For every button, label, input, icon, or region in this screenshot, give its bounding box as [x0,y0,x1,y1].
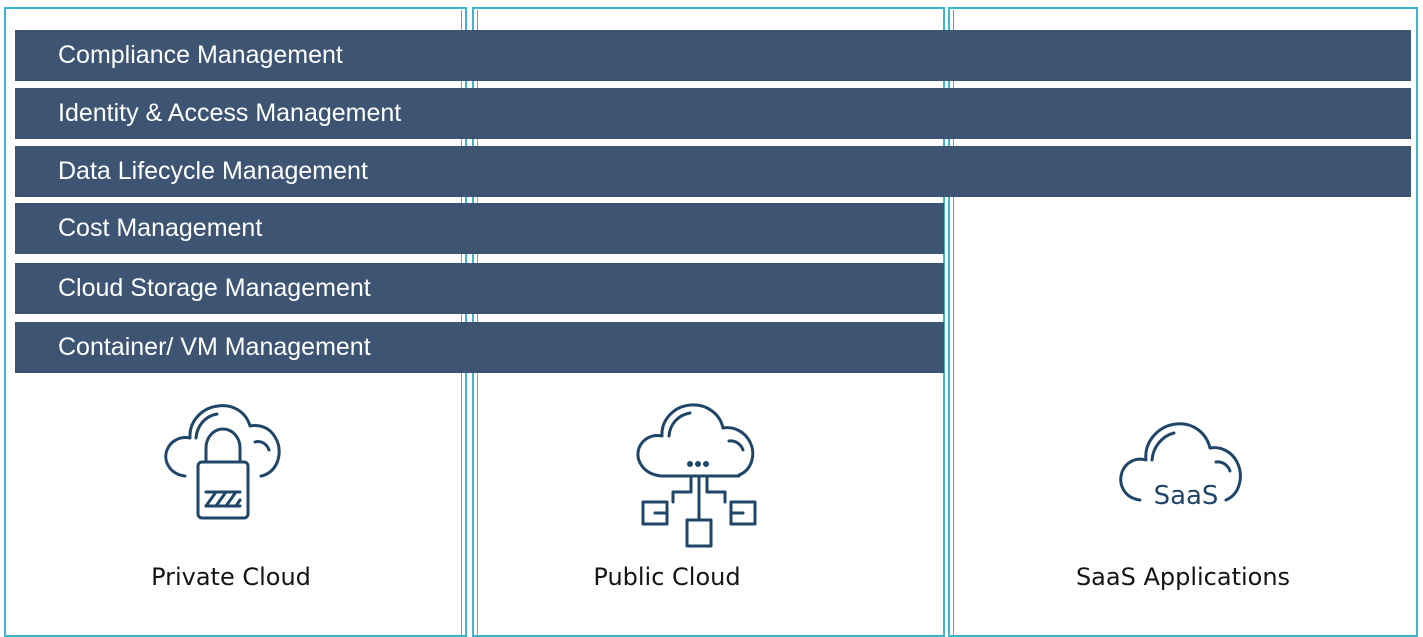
cloud-saas-icon: SaaS [1118,402,1254,514]
layer-identity-access-management: Identity & Access Management [15,88,1411,139]
cloud-network-icon [631,402,767,550]
saas-icon-text: SaaS [1154,481,1219,511]
private-cloud-label: Private Cloud [151,563,311,591]
layer-container-vm-management: Container/ VM Management [15,322,944,373]
layer-data-lifecycle-management: Data Lifecycle Management [15,146,1411,197]
saas-applications-label: SaaS Applications [1075,563,1291,591]
public-cloud-label: Public Cloud [593,563,741,591]
layer-cloud-storage-management: Cloud Storage Management [15,263,944,314]
layer-cost-management: Cost Management [15,203,944,254]
cloud-lock-icon [163,402,285,524]
layer-compliance-management: Compliance Management [15,30,1411,81]
